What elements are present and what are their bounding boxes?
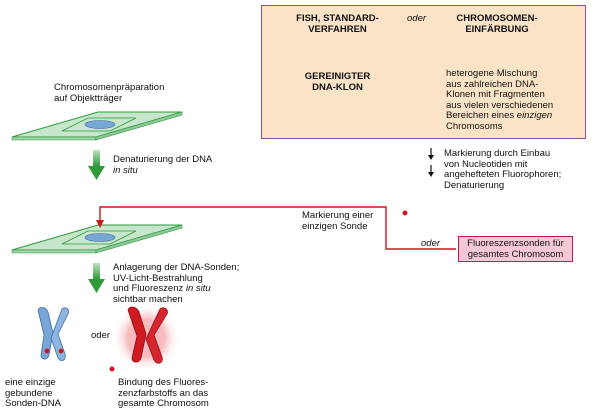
labeling-step: Markierung durch Einbau von Nucleotiden … (444, 148, 562, 191)
chromosome-icon-blue (37, 307, 69, 361)
chromosome-icon-red (112, 304, 180, 372)
slide-icon-bottom (11, 224, 183, 254)
result-heterogeneous-mix: heterogene Mischung aus zahlreichen DNA-… (446, 68, 554, 132)
step-denaturation-line1: Denaturierung der DNA (113, 154, 213, 165)
result-line-3: Klonen mit Fragmenten (446, 89, 545, 100)
step-hybridization-line3-prefix: und Fluoreszenz (113, 283, 186, 294)
result-line-2: aus zahlreichen DNA- (446, 78, 539, 90)
method-chromosome-staining: CHROMOSOMEN- EINFÄRBUNG (456, 13, 538, 35)
step-hybridization-line4: sichtbar machen (113, 293, 183, 305)
dot-icon-single-probe (402, 210, 408, 216)
result-line-5-prefix: Bereichen eines (446, 110, 517, 121)
method-fish-standard: FISH, STANDARD- VERFAHREN (296, 13, 379, 35)
prep-label: Chromosomenpräparation auf Objektträger (54, 82, 165, 104)
result-line-1: heterogene Mischung (446, 68, 538, 79)
whole-chromosome-probe-box (458, 236, 573, 262)
result-line-4: aus vielen verschiedenen (446, 99, 554, 111)
step-denaturation: Denaturierung der DNA in situ (113, 154, 213, 176)
right-oder: oder (421, 238, 441, 249)
result-line-6: Chromosoms (446, 120, 503, 132)
step-hybridization-line3-emph: in situ (185, 283, 211, 294)
result-single-probe: eine einzige gebundene Sonden-DNA (5, 377, 61, 409)
result-purified-clone: GEREINIGTER DNA-KLON (304, 71, 371, 93)
result-line-5-emph: einzigen (516, 110, 553, 121)
method-oder: oder (407, 13, 427, 24)
down-arrow-icon-2 (88, 263, 105, 293)
step-hybridization-line2: UV-Licht-Bestrahlung (113, 272, 203, 284)
probe-connector-line (96, 206, 456, 250)
step-hybridization-line3: und Fluoreszenz in situ (113, 283, 239, 295)
down-arrow-icon-labeling (428, 148, 434, 177)
result-line-5: Bereichen eines einzigen (446, 110, 553, 122)
down-arrow-icon-1 (88, 150, 105, 180)
dot-icon-result (109, 366, 115, 372)
whole-chromosome-probe-label: Fluoreszenzsonden für gesamtes Chromosom (467, 238, 564, 260)
step-denaturation-line2: in situ (113, 164, 138, 176)
step-hybridization-line1: Anlagerung der DNA-Sonden; (113, 262, 240, 273)
method-box (261, 5, 586, 139)
single-probe-label: Markierung einer einzigen Sonde (302, 210, 374, 232)
result-oder: oder (91, 330, 111, 341)
result-whole-chromosome: Bindung des Fluores- zenzfarbstoffs an d… (118, 377, 209, 409)
slide-icon-top (11, 111, 183, 141)
step-hybridization: Anlagerung der DNA-Sonden; UV-Licht-Best… (113, 262, 240, 305)
